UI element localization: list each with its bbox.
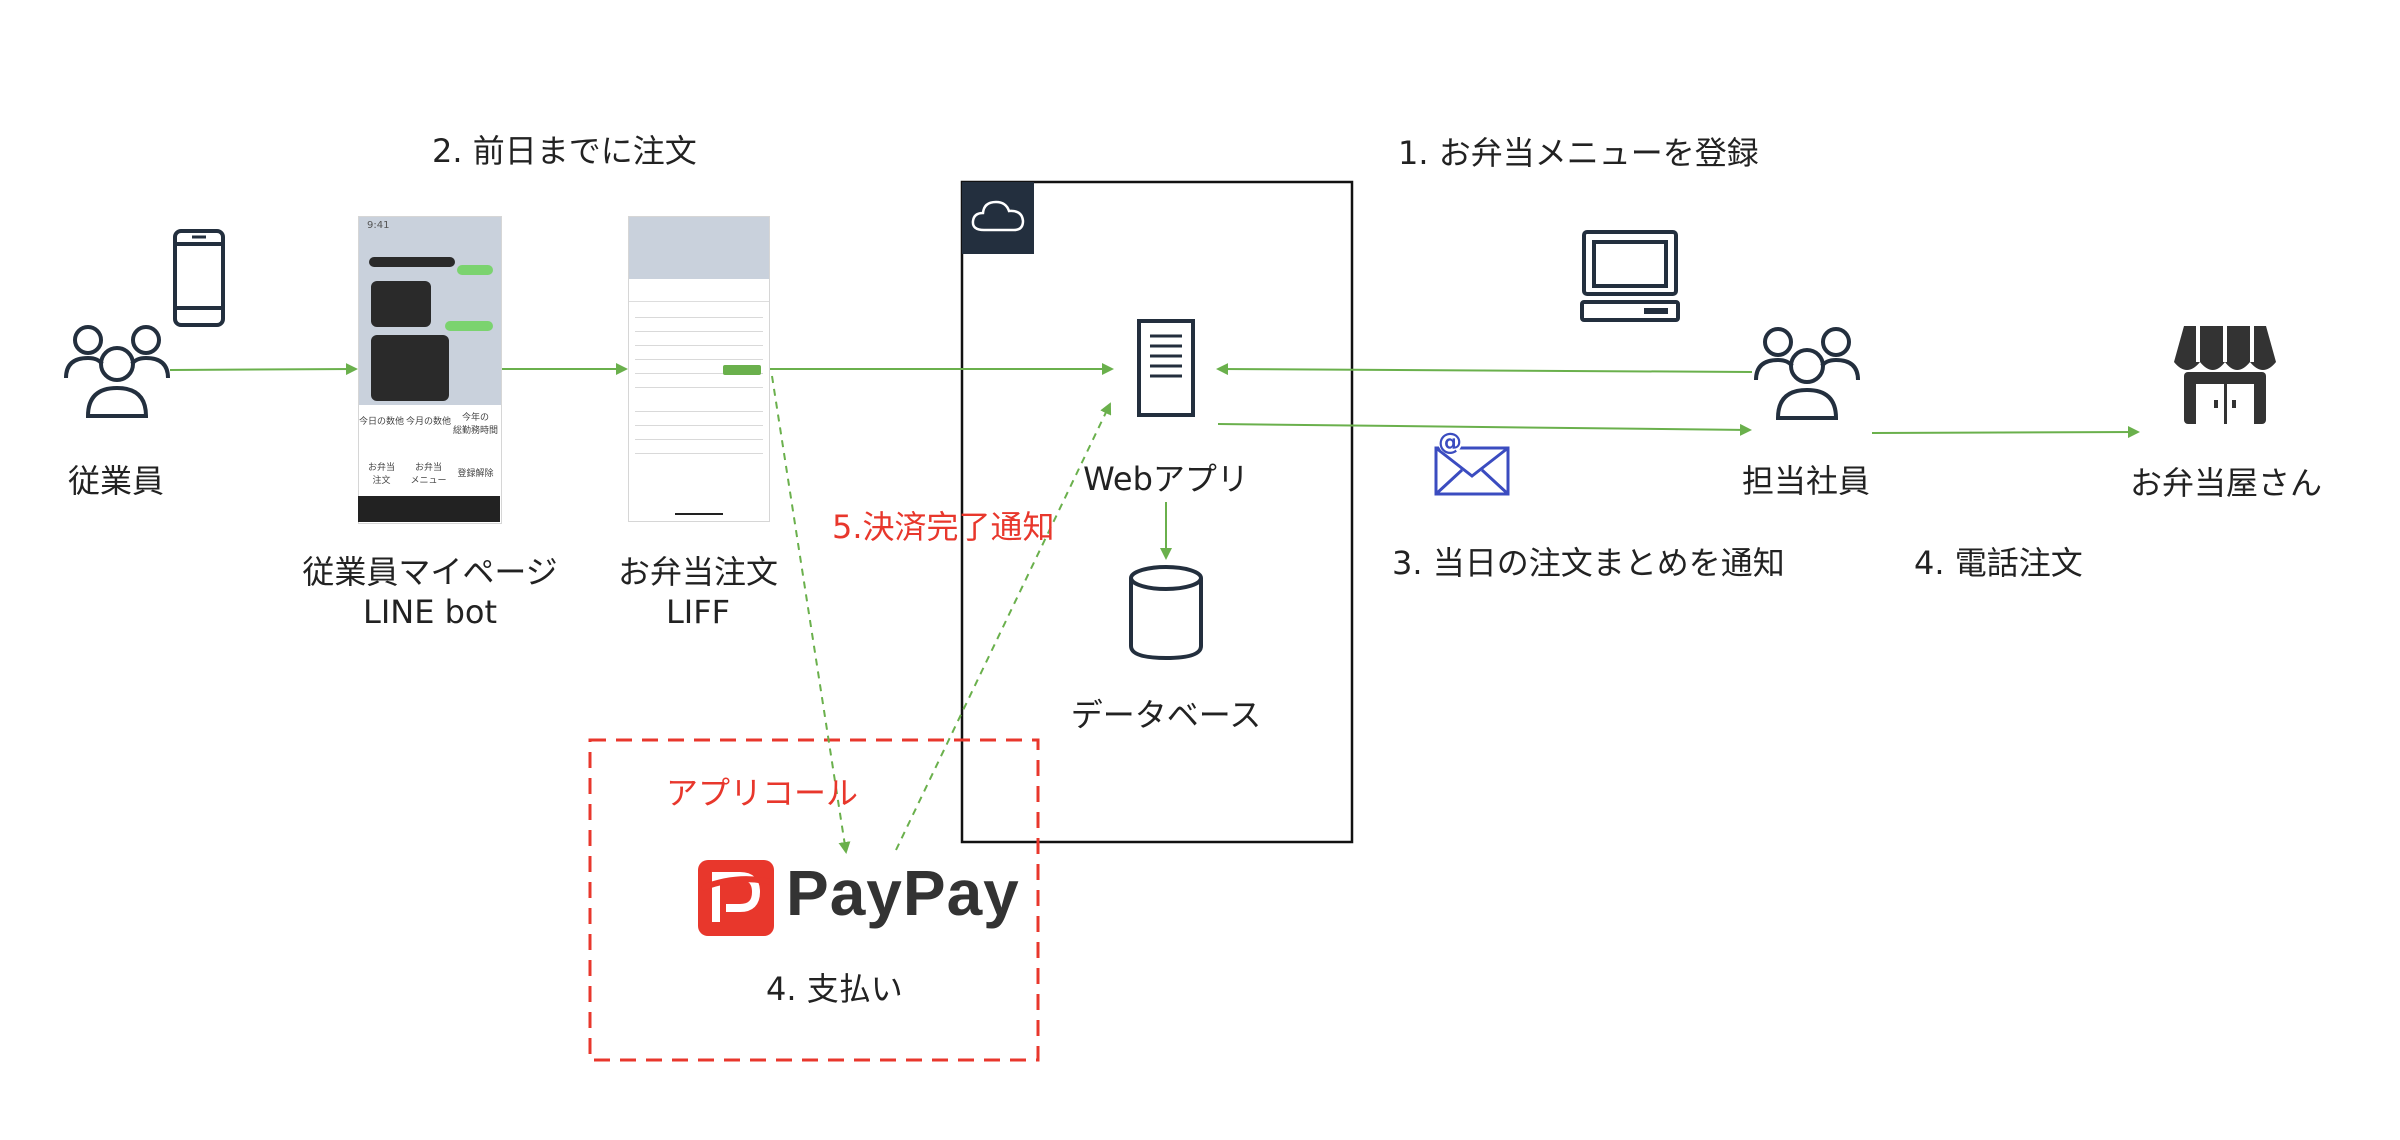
order-screenshot — [628, 216, 770, 522]
server-icon — [1137, 319, 1195, 417]
shop-label: お弁当屋さん — [2129, 464, 2323, 502]
order-caption: お弁当注文 LIFF — [618, 552, 778, 632]
menu-item-bento-menu[interactable]: お弁当 メニュー — [410, 463, 447, 486]
mypage-caption-line1: 従業員マイページ — [302, 553, 558, 591]
employee-group-icon — [64, 325, 170, 418]
mypage-menu-grid: 今日の数他 今月の数他 今年の 総勤務時間 お弁当 注文 お弁当 メニュー 登録… — [358, 404, 500, 522]
order-caption-line1: お弁当注文 — [617, 553, 779, 591]
laptop-icon — [1580, 230, 1680, 322]
arrow-employee-to-mypage — [169, 363, 358, 376]
step-notify-summary: 3. 当日の注文まとめを通知 — [1392, 544, 1785, 582]
step-register-menu: 1. お弁当メニューを登録 — [1398, 134, 1759, 172]
cloud-group-box — [960, 180, 1354, 844]
order-submit-button[interactable] — [723, 365, 761, 375]
paypay-logo-icon — [698, 860, 774, 936]
staff-group-icon — [1754, 327, 1860, 420]
arrow-staff-to-shop — [1871, 426, 2140, 439]
email-icon: @ — [1434, 428, 1510, 496]
webapp-label: Webアプリ — [1083, 460, 1249, 498]
smartphone-icon — [173, 229, 225, 327]
mypage-caption: 従業員マイページ LINE bot — [302, 552, 557, 632]
menu-item-unregister[interactable]: 登録解除 — [457, 469, 494, 479]
mypage-screenshot: 9:41 — [358, 216, 502, 524]
arrow-webapp-to-staff — [1217, 423, 1752, 436]
storefront-icon — [2174, 326, 2276, 424]
database-icon — [1129, 565, 1203, 661]
menu-item-today[interactable]: 今日の数他 — [358, 417, 404, 427]
app-call-label: アプリコール — [666, 774, 859, 812]
step-phone-order: 4. 電話注文 — [1914, 544, 2083, 582]
menu-item-month[interactable]: 今月の数他 — [405, 417, 451, 427]
staff-label: 担当社員 — [1741, 462, 1871, 500]
mypage-chat-area: 9:41 — [359, 217, 501, 405]
mypage-bottom-bar — [358, 496, 500, 522]
arrow-order-to-paypay — [771, 375, 851, 854]
app-call-box — [588, 738, 1040, 1062]
svg-text:@: @ — [1438, 428, 1462, 456]
order-caption-line2: LIFF — [665, 593, 731, 631]
step-order-before: 2. 前日までに注文 — [432, 132, 697, 170]
step-payment-done: 5.決済完了通知 — [832, 508, 1055, 546]
mypage-caption-line2: LINE bot — [362, 593, 498, 631]
paypay-brand-text: PayPay — [786, 857, 1020, 929]
step-pay: 4. 支払い — [766, 970, 903, 1008]
arrow-staff-to-webapp — [1216, 363, 1753, 376]
cloud-icon — [971, 200, 1025, 232]
employee-label: 従業員 — [67, 462, 165, 500]
menu-item-order[interactable]: お弁当 注文 — [367, 463, 395, 486]
menu-item-year[interactable]: 今年の 総勤務時間 — [452, 413, 498, 436]
database-label: データベース — [1070, 696, 1262, 734]
arrow-paypay-to-webapp — [895, 402, 1112, 851]
